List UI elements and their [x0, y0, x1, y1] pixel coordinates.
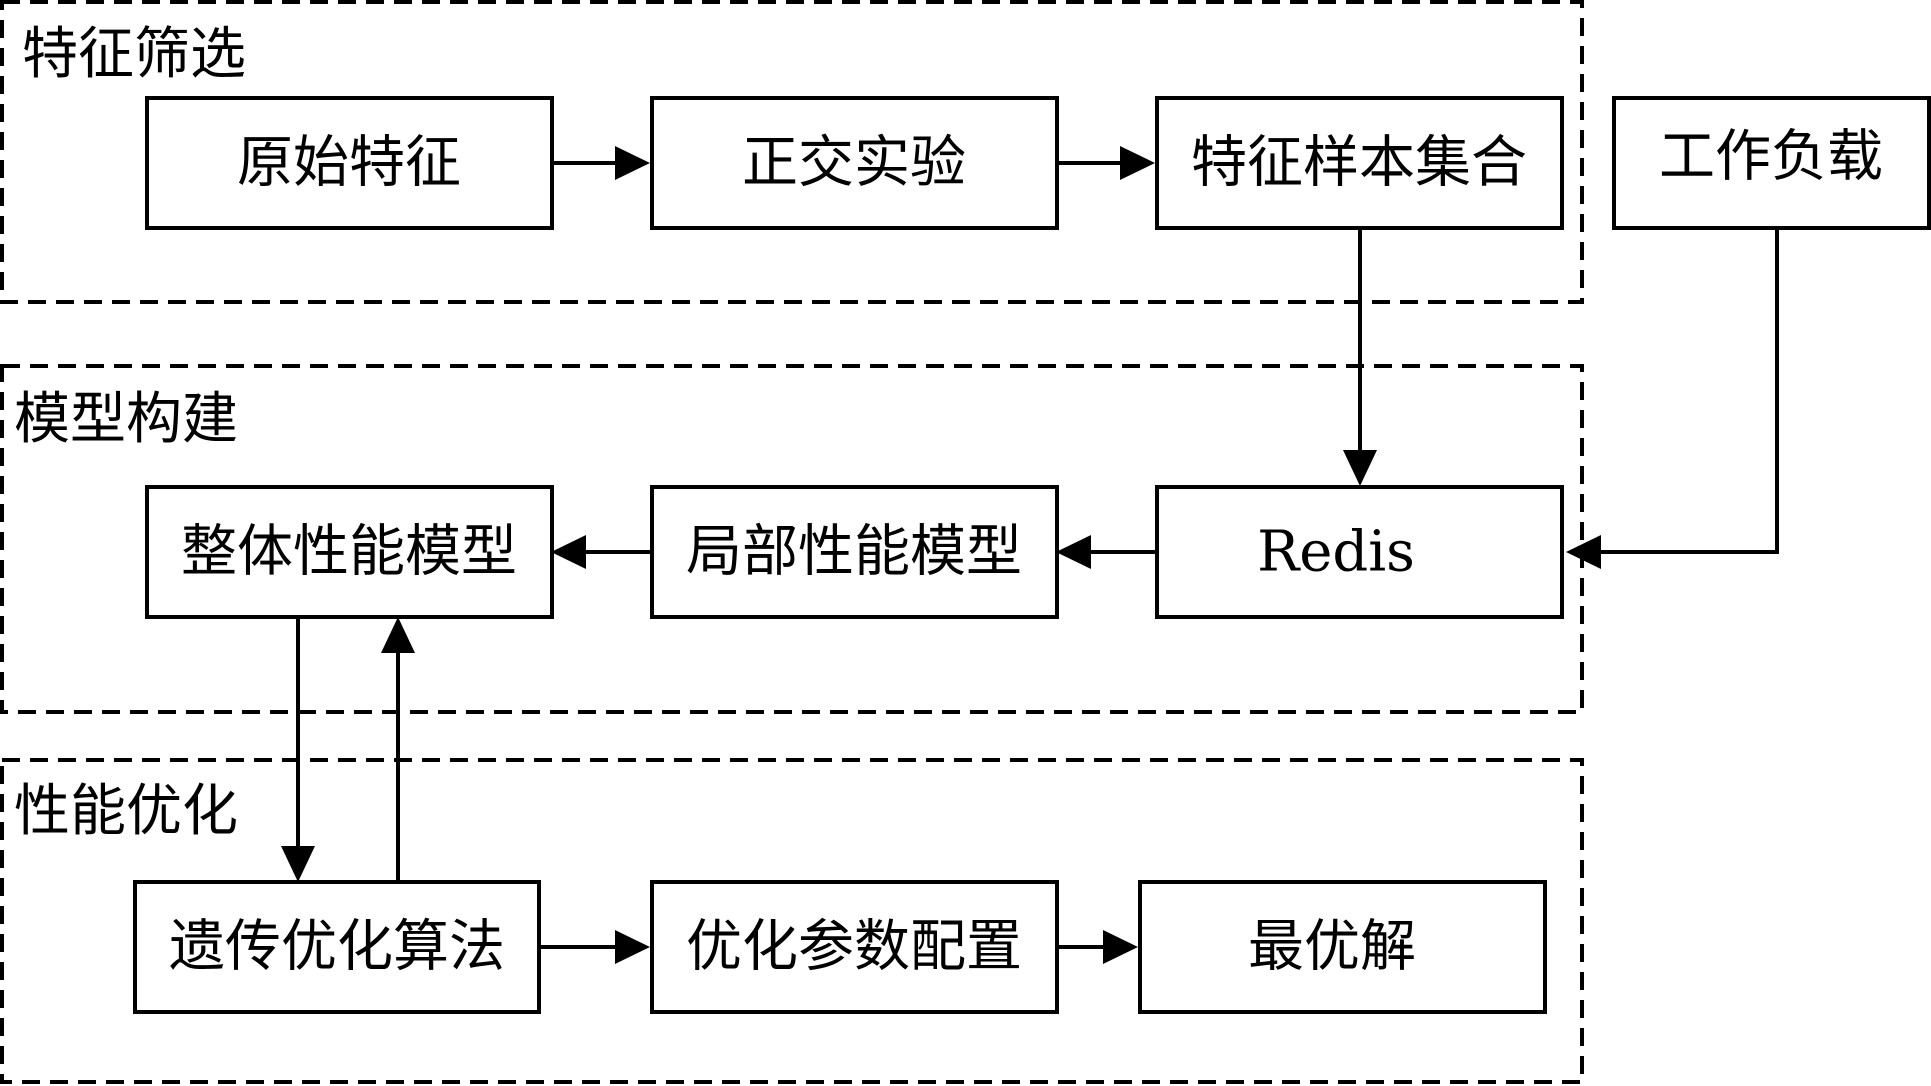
arrowhead-redis-local — [1056, 535, 1091, 569]
arrowhead-ga-config — [615, 930, 650, 964]
node-box-whole — [145, 485, 554, 619]
node-label-config: 优化参数配置 — [686, 915, 1022, 980]
node-box-sample — [1155, 96, 1564, 230]
arrowhead-orth-sample — [1120, 146, 1155, 180]
group-frame-feature — [0, 0, 1584, 304]
node-label-workload: 工作负载 — [1659, 125, 1883, 190]
group-label-optimize: 性能优化 — [14, 779, 238, 844]
edges — [281, 146, 1779, 964]
arrowhead-local-whole — [551, 535, 586, 569]
node-sample: 特征样本集合 — [1155, 96, 1564, 230]
arrowhead-ga-whole — [381, 617, 415, 653]
node-box-config — [650, 880, 1059, 1014]
node-raw: 原始特征 — [145, 96, 554, 230]
node-label-sample: 特征样本集合 — [1191, 131, 1527, 196]
node-label-orth: 正交实验 — [742, 131, 966, 196]
node-box-redis — [1155, 485, 1564, 619]
node-label-redis: Redis — [1257, 520, 1415, 585]
node-box-raw — [145, 96, 554, 230]
node-box-local — [650, 485, 1059, 619]
arrowhead-config-best — [1103, 930, 1138, 964]
node-label-best: 最优解 — [1248, 915, 1416, 980]
node-redis: Redis — [1155, 485, 1564, 619]
group-frame-optimize — [0, 758, 1584, 1084]
arrowhead-raw-orth — [615, 146, 650, 180]
node-box-ga — [133, 880, 541, 1014]
node-label-local: 局部性能模型 — [686, 520, 1022, 585]
node-box-workload — [1612, 96, 1931, 230]
arrowhead-workload-redis — [1566, 535, 1601, 569]
node-whole: 整体性能模型 — [145, 485, 554, 619]
node-label-ga: 遗传优化算法 — [169, 915, 505, 980]
node-local: 局部性能模型 — [650, 485, 1059, 619]
arrowhead-whole-ga — [281, 846, 315, 882]
node-orth: 正交实验 — [650, 96, 1059, 230]
group-frame-model — [0, 364, 1584, 714]
group-label-feature: 特征筛选 — [22, 22, 246, 87]
node-workload: 工作负载 — [1612, 96, 1931, 230]
edge-workload-redis — [1594, 228, 1779, 554]
node-box-best — [1138, 880, 1547, 1014]
node-label-raw: 原始特征 — [237, 131, 461, 196]
node-best: 最优解 — [1138, 880, 1547, 1014]
arrowhead-sample-redis — [1343, 450, 1377, 486]
node-box-orth — [650, 96, 1059, 230]
node-ga: 遗传优化算法 — [133, 880, 541, 1014]
node-config: 优化参数配置 — [650, 880, 1059, 1014]
node-label-whole: 整体性能模型 — [181, 520, 517, 585]
group-label-model: 模型构建 — [14, 387, 238, 452]
